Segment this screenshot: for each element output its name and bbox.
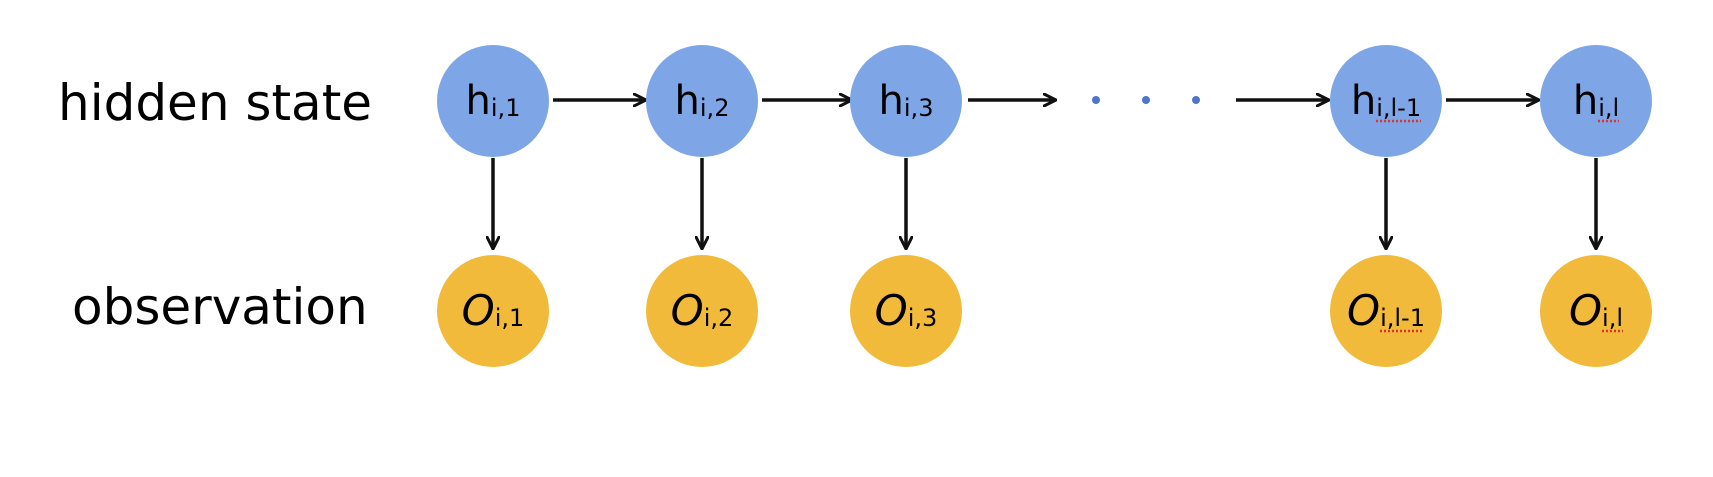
hidden-node-l-minus-1-main: h	[1350, 78, 1377, 124]
observation-node-l-minus-1-sub: i,l-1	[1380, 304, 1425, 332]
hidden-node-l-main: h	[1572, 78, 1599, 124]
ellipsis-dot-3	[1192, 96, 1200, 104]
hidden-node-2-sub: i,2	[699, 94, 730, 122]
hidden-node-l-sub: i,l	[1598, 94, 1620, 122]
ellipsis	[1080, 96, 1220, 106]
observation-node-2-sub: i,2	[703, 304, 734, 332]
observation-node-3-main: O	[874, 286, 908, 335]
hidden-node-3-sub: i,3	[903, 94, 934, 122]
hidden-node-l-minus-1-sub: i,l-1	[1376, 94, 1422, 122]
hidden-node-1-main: h	[465, 78, 491, 124]
observation-node-l-minus-1-main: O	[1347, 286, 1381, 335]
observation-node-3-sub: i,3	[907, 304, 938, 332]
observation-node-l-main: O	[1568, 286, 1603, 335]
observation-node-1-sub: i,1	[494, 304, 525, 332]
hidden-node-1-sub: i,1	[490, 94, 521, 122]
ellipsis-dot-1	[1092, 96, 1100, 104]
observation-label: observation	[72, 278, 368, 336]
observation-node-2-main: O	[670, 286, 704, 335]
hidden-node-3-main: h	[878, 78, 904, 124]
hidden-node-2-main: h	[674, 78, 700, 124]
hidden-state-label: hidden state	[58, 74, 373, 132]
observation-node-1-main: O	[461, 286, 495, 335]
ellipsis-dot-2	[1142, 96, 1150, 104]
observation-node-l-sub: i,l	[1602, 304, 1624, 332]
